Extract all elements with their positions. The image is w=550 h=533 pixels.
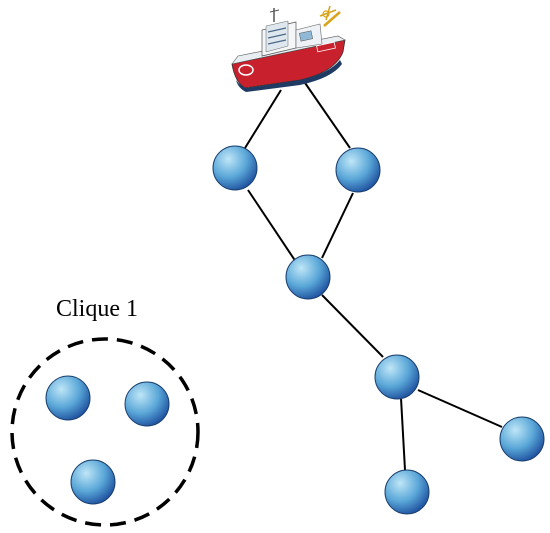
node-b xyxy=(335,147,381,193)
clique-node-2 xyxy=(124,381,170,427)
node-e xyxy=(499,416,545,462)
clique-label: Clique 1 xyxy=(56,296,138,322)
edge-node-c-node-d xyxy=(321,294,384,358)
edge-ship-node-b xyxy=(302,79,351,149)
edge-ship-node-a xyxy=(244,89,282,149)
nodes xyxy=(212,145,545,515)
clique-boundary xyxy=(10,337,200,527)
node-d xyxy=(374,354,420,400)
node-f xyxy=(384,469,430,515)
edge-node-d-node-e xyxy=(417,389,503,428)
edges xyxy=(244,79,503,471)
ship-icon xyxy=(231,5,346,92)
clique-group xyxy=(10,337,200,527)
node-a xyxy=(212,145,258,191)
edge-node-a-node-c xyxy=(247,189,297,263)
edge-node-b-node-c xyxy=(321,192,354,259)
clique-node-1 xyxy=(45,375,91,421)
node-c xyxy=(285,254,331,300)
clique-node-3 xyxy=(70,459,116,505)
edge-node-d-node-f xyxy=(400,397,406,471)
